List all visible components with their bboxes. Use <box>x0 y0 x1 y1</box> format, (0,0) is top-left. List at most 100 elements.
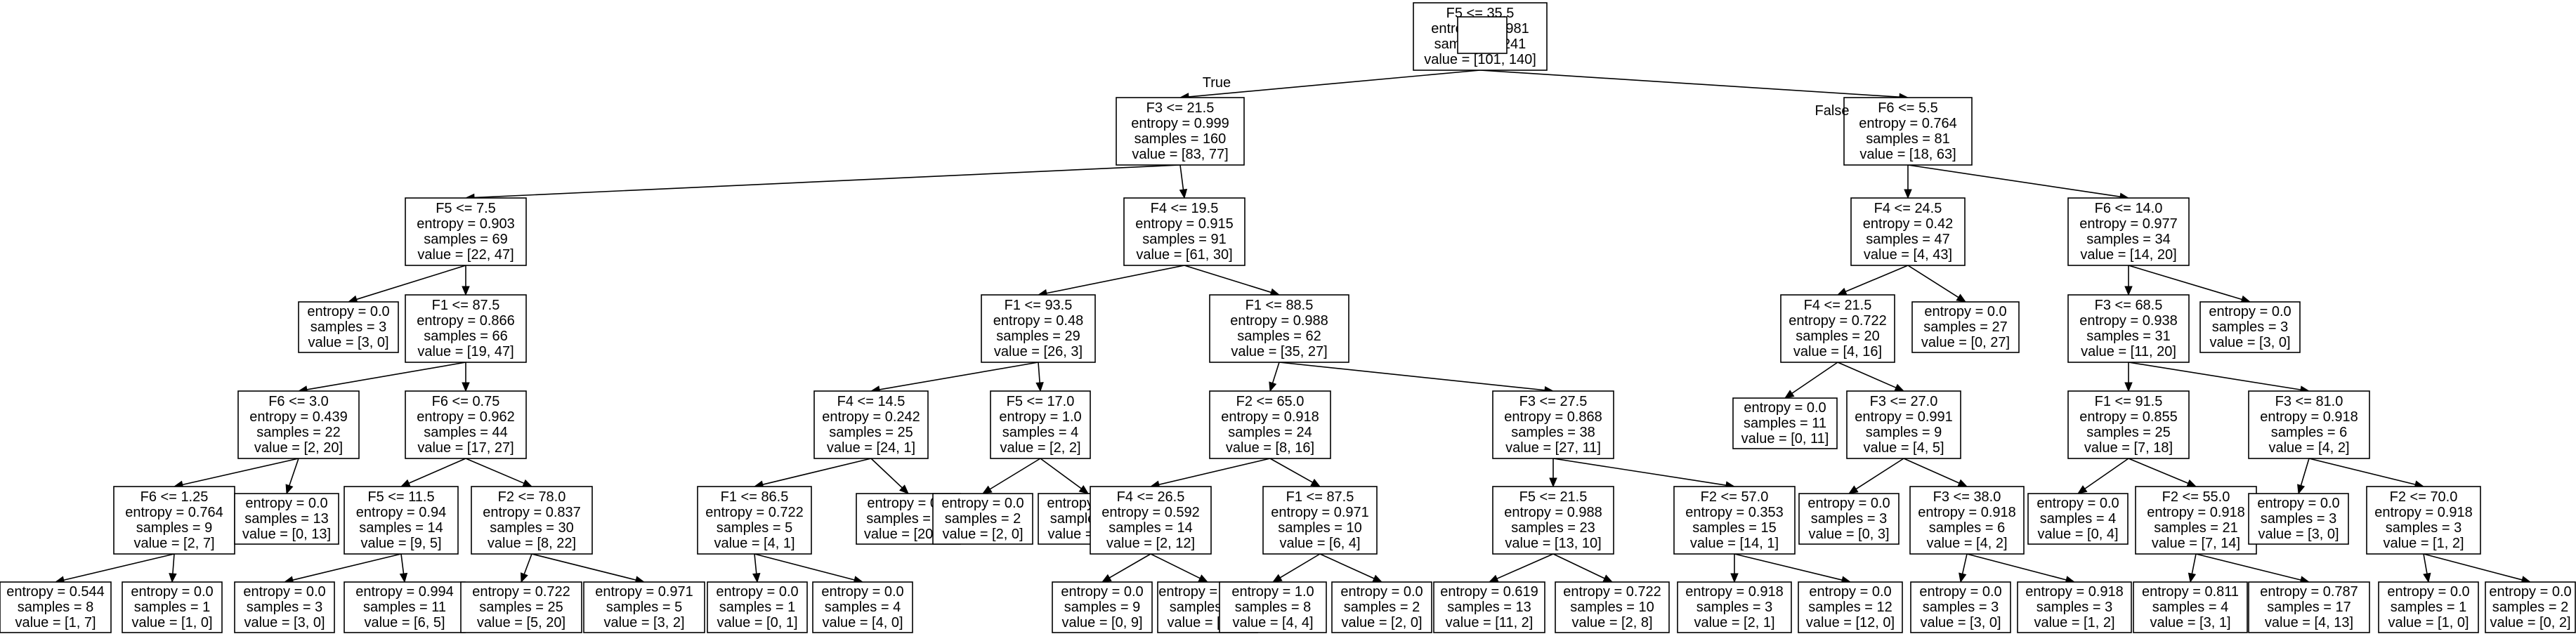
tree-edge <box>1907 164 2121 198</box>
node-text-line: entropy = 0.868 <box>1504 409 1602 425</box>
node-text-line: value = [4, 16] <box>1793 344 1882 359</box>
node-text-line: value = [3, 0] <box>2258 527 2339 542</box>
node-box <box>460 581 582 633</box>
tree-edge <box>1188 70 1481 98</box>
node-text-line: entropy = 0.0 <box>2387 584 2469 600</box>
node-box <box>2248 493 2349 545</box>
node-box <box>990 390 1091 459</box>
node-box <box>583 581 705 633</box>
node-text-line: entropy = 0.722 <box>1563 584 1661 600</box>
node-text-line: samples = 20 <box>866 511 950 527</box>
node-text-line: value = [6, 5] <box>364 615 445 630</box>
node-text-line: entropy = 0.999 <box>1131 116 1229 131</box>
node-text-line: value = [2, 20] <box>254 440 343 456</box>
node-box <box>697 486 812 555</box>
tree-edge <box>1966 553 2067 581</box>
node-text-line: F4 <= 24.5 <box>1874 201 1942 216</box>
edge-arrowhead <box>1198 574 1209 583</box>
node-box <box>1262 486 1378 555</box>
node-text-line: samples = 13 <box>244 511 329 527</box>
tree-edge <box>2308 458 2416 485</box>
node-text-line: value = [1, 0] <box>2388 615 2469 630</box>
node-box <box>1116 97 1245 166</box>
edge-arrowhead <box>1848 485 1859 494</box>
node-text-line: entropy = 0.0 <box>1340 584 1423 600</box>
node-text-line: samples = 1 <box>134 600 210 615</box>
node-text-line: F6 <= 3.0 <box>268 394 329 409</box>
node-text-line: samples = 15 <box>1692 520 1777 536</box>
node-text-line: F6 <= 14.0 <box>2095 201 2163 216</box>
edge-arrowhead <box>1549 477 1557 488</box>
node-text-line: F4 <= 14.5 <box>837 394 905 409</box>
node-text-line: F4 <= 26.5 <box>1117 489 1185 505</box>
node-box <box>2248 390 2370 459</box>
node-text-line: entropy = 0.722 <box>472 584 570 600</box>
node-box <box>1555 581 1670 633</box>
node-text-line: samples = 21 <box>2154 520 2238 536</box>
tree-edge <box>2128 458 2189 484</box>
node-box <box>1090 486 1212 555</box>
node-text-line: samples = 62 <box>1237 329 1321 344</box>
node-text-line: value = [0, 11] <box>1741 431 1829 447</box>
edge-arrowhead <box>1959 572 1967 583</box>
tree-edge <box>879 362 1039 390</box>
edge-arrowhead <box>1956 293 1967 303</box>
tree-edge <box>1040 458 1082 489</box>
node-text-line: entropy = 0.0 <box>821 584 903 600</box>
node-text-line: value = [6, 4] <box>1279 536 1360 551</box>
node-text-line: F1 <= 91.5 <box>2095 394 2163 409</box>
edge-arrowhead <box>2186 479 2197 487</box>
node-text-line: value = [12, 0] <box>1806 615 1895 630</box>
edge-arrowhead <box>285 484 294 495</box>
edge-arrowhead <box>2124 382 2133 392</box>
tree-edge <box>292 553 402 581</box>
node-text-line: value = [4, 4] <box>1232 615 1313 630</box>
node-box <box>298 301 399 353</box>
node-text-line: samples = 66 <box>424 329 508 344</box>
node-text-line: F2 <= 70.0 <box>2390 489 2458 505</box>
node-text-line: samples = 10 <box>1570 600 1654 615</box>
node-text-line: entropy = 0.0 <box>941 496 1024 511</box>
node-text-line: samples = 10 <box>1278 520 1362 536</box>
node-text-line: samples = 30 <box>490 520 574 536</box>
node-text-line: value = [2, 0] <box>1341 615 1422 630</box>
node-text-line: samples = 22 <box>256 425 341 440</box>
node-text-line: value = [0, 13] <box>242 527 331 542</box>
node-text-line: entropy = 0.918 <box>2374 505 2473 520</box>
node-text-line: F4 <= 21.5 <box>1804 298 1872 313</box>
node-box <box>1850 197 1966 266</box>
node-text-line: entropy = 0.0 <box>243 584 325 600</box>
node-box <box>405 197 527 266</box>
node-text-line: entropy = 0.0 <box>867 496 949 511</box>
node-text-line: samples = 25 <box>829 425 913 440</box>
node-box <box>1673 486 1796 555</box>
node-text-line: value = [5, 20] <box>477 615 565 630</box>
edge-arrowhead <box>752 572 761 583</box>
node-text-line: F3 <= 68.5 <box>2095 298 2163 313</box>
tree-edge <box>182 458 299 486</box>
node-text-line: value = [0, 9] <box>1061 615 1142 630</box>
node-box <box>2366 486 2481 555</box>
node-box <box>1209 390 1331 459</box>
node-text-line: entropy = 0.988 <box>1504 505 1602 520</box>
node-text-line: value = [2, 12] <box>1106 536 1195 551</box>
node-text-line: value = [11, 20] <box>2081 344 2176 359</box>
node-text-line: value = [4, 2] <box>2268 440 2349 456</box>
node-text-line: entropy = 0.977 <box>2079 216 2178 232</box>
